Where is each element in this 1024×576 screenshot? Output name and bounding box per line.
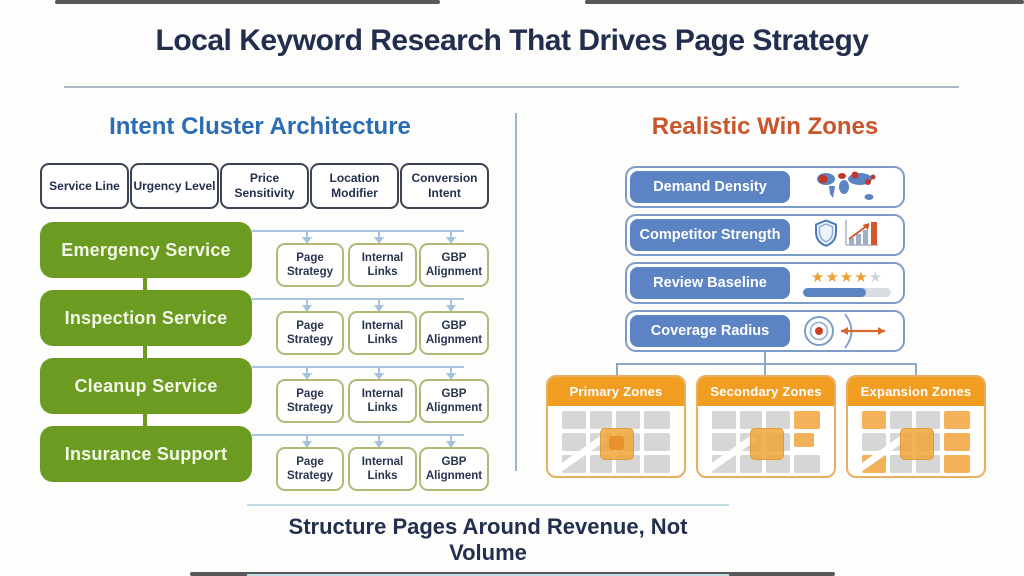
connector-line	[616, 363, 917, 365]
cluster-box-inspection-service: Inspection Service	[40, 290, 252, 346]
factor-label: Review Baseline	[630, 267, 790, 299]
zone-card-expansion: Expansion Zones	[846, 375, 986, 478]
star-rating-icon: ★★★★★	[795, 264, 899, 302]
review-progress-track	[803, 287, 891, 297]
output-box-internal-links: Internal Links	[348, 243, 417, 287]
connector-line	[378, 298, 380, 305]
zone-map-secondary	[703, 411, 820, 475]
output-box-page-strategy: Page Strategy	[276, 447, 344, 491]
right-section-heading: Realistic Win Zones	[651, 113, 879, 140]
output-box-internal-links: Internal Links	[348, 447, 417, 491]
output-box-page-strategy: Page Strategy	[276, 243, 344, 287]
intent-pill-location-modifier: Location Modifier	[310, 163, 399, 209]
zone-card-header: Secondary Zones	[698, 377, 834, 406]
arrow-down-icon	[302, 373, 312, 380]
connector-line	[764, 352, 766, 363]
output-box-page-strategy: Page Strategy	[276, 379, 344, 423]
factor-row-demand-density: Demand Density	[625, 166, 905, 208]
intent-pill-price-sensitivity: Price Sensitivity	[220, 163, 309, 209]
factor-label: Competitor Strength	[630, 219, 790, 251]
connector-line	[252, 298, 464, 300]
arrow-down-icon	[446, 441, 456, 448]
output-box-gbp-alignment: GBP Alignment	[419, 379, 489, 423]
output-box-gbp-alignment: GBP Alignment	[419, 447, 489, 491]
secondary-zone-highlight	[750, 428, 784, 460]
connector-line	[450, 434, 452, 441]
cluster-box-cleanup-service: Cleanup Service	[40, 358, 252, 414]
connector-line	[252, 366, 464, 368]
left-section-heading: Intent Cluster Architecture	[109, 113, 411, 140]
connector-line	[252, 434, 464, 436]
zone-map-primary	[553, 411, 670, 475]
connector-line	[306, 434, 308, 441]
connector-line	[378, 230, 380, 237]
arrow-down-icon	[374, 305, 384, 312]
arrow-down-icon	[446, 305, 456, 312]
zone-map-expansion	[853, 411, 970, 475]
cluster-box-insurance-support: Insurance Support	[40, 426, 252, 482]
arrow-down-icon	[374, 237, 384, 244]
cluster-link-line	[143, 414, 147, 427]
factor-label: Coverage Radius	[630, 315, 790, 347]
filled-stars: ★★★★	[810, 268, 869, 286]
arrow-down-icon	[302, 441, 312, 448]
shield-icon	[814, 218, 838, 252]
star-row: ★★★★★	[811, 270, 883, 285]
bar-chart-icon	[844, 219, 880, 252]
zone-card-secondary: Secondary Zones	[696, 375, 836, 478]
connector-line	[915, 363, 917, 375]
intent-pill-service-line: Service Line	[40, 163, 129, 209]
arrow-down-icon	[446, 237, 456, 244]
zone-card-header: Expansion Zones	[848, 377, 984, 406]
zone-card-primary: Primary Zones	[546, 375, 686, 478]
primary-zone-highlight	[600, 428, 634, 460]
arrow-down-icon	[446, 373, 456, 380]
footer-banner: Structure Pages Around Revenue, Not Volu…	[247, 504, 729, 576]
output-box-internal-links: Internal Links	[348, 379, 417, 423]
expansion-zone-highlight	[900, 428, 934, 460]
connector-line	[306, 366, 308, 373]
factor-row-review-baseline: Review Baseline ★★★★★	[625, 262, 905, 304]
connector-line	[450, 298, 452, 305]
target-radius-icon	[795, 312, 899, 350]
connector-line	[306, 298, 308, 305]
intent-pill-conversion-intent: Conversion Intent	[400, 163, 489, 209]
arrow-down-icon	[374, 373, 384, 380]
connector-line	[378, 366, 380, 373]
cluster-link-line	[143, 278, 147, 291]
cluster-link-line	[143, 346, 147, 359]
connector-line	[378, 434, 380, 441]
factor-label: Demand Density	[630, 171, 790, 203]
arrow-down-icon	[374, 441, 384, 448]
section-divider	[515, 113, 517, 471]
top-right-artifact-bar	[585, 0, 1024, 4]
zone-card-header: Primary Zones	[548, 377, 684, 406]
page-title: Local Keyword Research That Drives Page …	[155, 24, 869, 57]
output-box-internal-links: Internal Links	[348, 311, 417, 355]
arrow-down-icon	[302, 305, 312, 312]
cluster-box-emergency-service: Emergency Service	[40, 222, 252, 278]
arrow-down-icon	[302, 237, 312, 244]
title-divider	[64, 86, 959, 88]
empty-star: ★	[868, 268, 884, 286]
connector-line	[616, 363, 618, 375]
connector-line	[450, 230, 452, 237]
connector-line	[306, 230, 308, 237]
connector-line	[764, 363, 766, 375]
review-progress-fill	[803, 287, 867, 297]
output-box-page-strategy: Page Strategy	[276, 311, 344, 355]
intent-pill-urgency-level: Urgency Level	[130, 163, 219, 209]
world-map-icon	[795, 168, 899, 206]
output-box-gbp-alignment: GBP Alignment	[419, 243, 489, 287]
top-left-artifact-bar	[55, 0, 440, 4]
output-box-gbp-alignment: GBP Alignment	[419, 311, 489, 355]
factor-row-coverage-radius: Coverage Radius	[625, 310, 905, 352]
factor-icon-group	[795, 216, 899, 254]
connector-line	[252, 230, 464, 232]
factor-row-competitor-strength: Competitor Strength	[625, 214, 905, 256]
connector-line	[450, 366, 452, 373]
